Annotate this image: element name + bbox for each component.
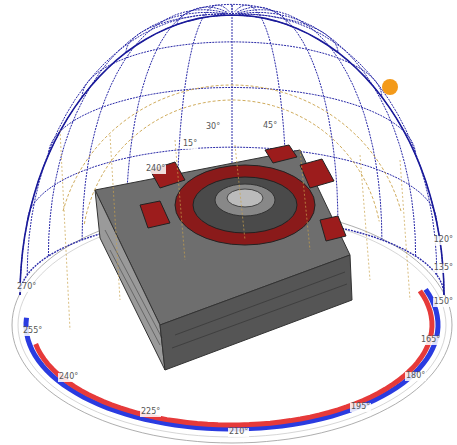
degree-label: 180° xyxy=(405,372,426,381)
degree-label: 270° xyxy=(16,283,37,292)
degree-label: 240° xyxy=(145,165,166,174)
hour-line xyxy=(60,130,70,330)
hour-line xyxy=(300,150,310,250)
sun-path-lines xyxy=(60,85,410,330)
degree-label: 225° xyxy=(140,408,161,417)
sun-path xyxy=(63,85,401,211)
degree-label: 255° xyxy=(22,327,43,336)
hour-line xyxy=(400,160,410,300)
degree-label: 45° xyxy=(262,122,278,131)
degree-label: 240° xyxy=(58,373,79,382)
degree-label: 210° xyxy=(228,428,249,437)
hour-line xyxy=(110,135,120,300)
degree-label: 195° xyxy=(350,403,371,412)
sun-path xyxy=(84,100,379,224)
hour-line xyxy=(175,140,185,260)
degree-label: 120° xyxy=(433,236,454,245)
hour-line xyxy=(235,145,245,240)
sun-marker xyxy=(382,79,398,95)
degree-label: 150° xyxy=(433,298,454,307)
degree-label: 165° xyxy=(420,336,441,345)
degree-label: 30° xyxy=(205,123,221,132)
building-model xyxy=(95,145,352,370)
degree-label: 15° xyxy=(182,140,198,149)
degree-label: 135° xyxy=(433,264,454,273)
